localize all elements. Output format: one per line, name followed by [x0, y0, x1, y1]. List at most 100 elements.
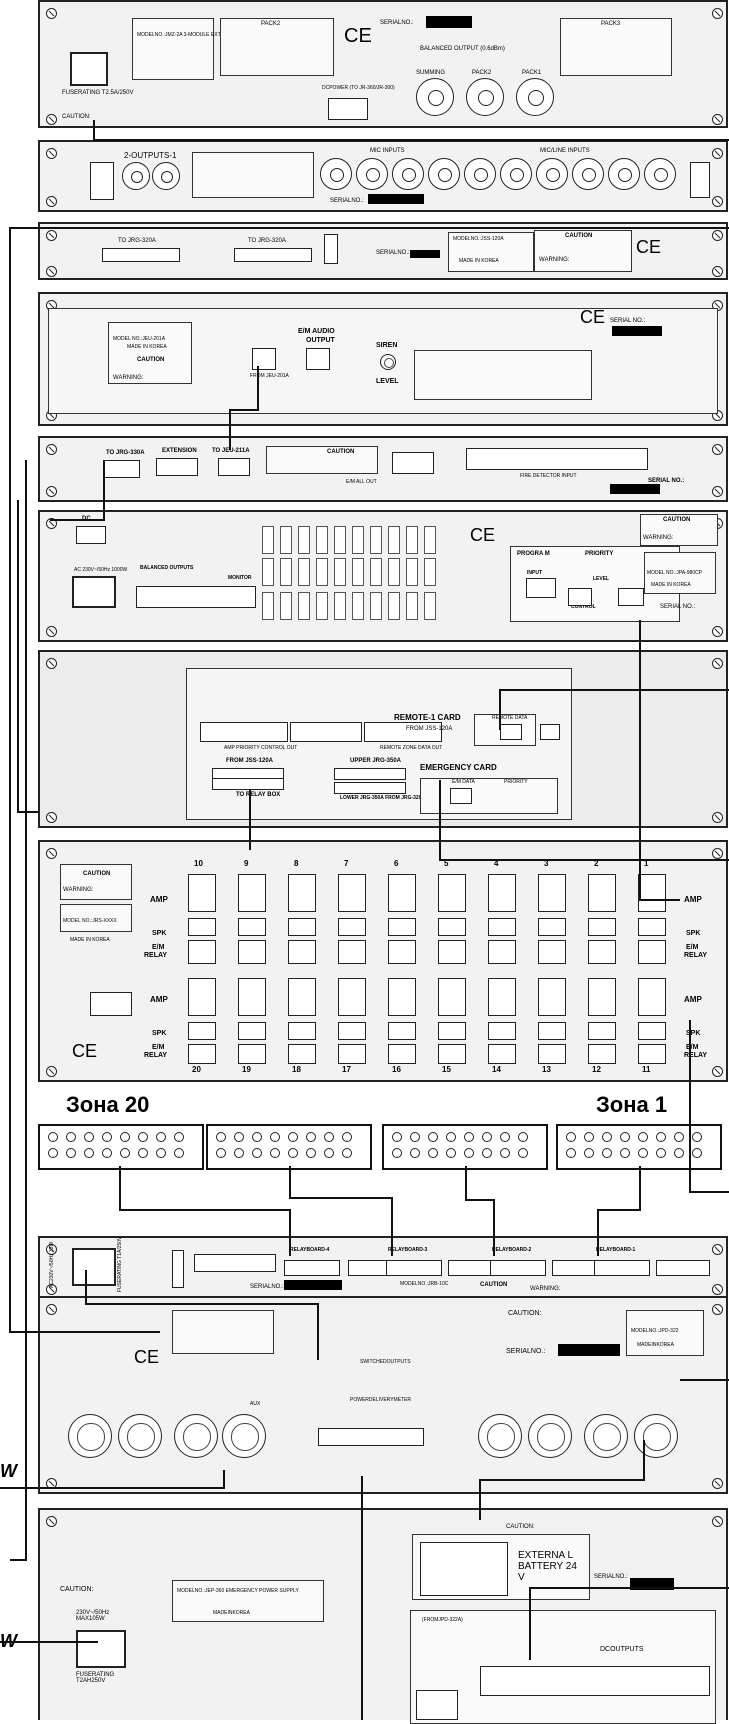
em-select-switch[interactable] — [90, 992, 132, 1016]
em-relay-terminal[interactable] — [338, 940, 366, 964]
em-relay-terminal[interactable] — [638, 940, 666, 964]
em-relay-terminal[interactable] — [238, 940, 266, 964]
amp-terminal[interactable] — [288, 874, 316, 912]
dc-power-terminal[interactable] — [328, 98, 368, 120]
rb1-channel[interactable] — [656, 1260, 710, 1276]
amp-terminal[interactable] — [238, 874, 266, 912]
amp-terminal[interactable] — [538, 978, 566, 1016]
em-relay-terminal[interactable] — [338, 1044, 366, 1064]
spk-terminal[interactable] — [338, 1022, 366, 1040]
right-terminal[interactable] — [690, 162, 710, 198]
db-connector-a[interactable] — [102, 248, 180, 262]
em-relay-terminal[interactable] — [288, 940, 316, 964]
priority-input-terminal[interactable] — [618, 588, 644, 606]
control-terminal[interactable] — [568, 588, 592, 606]
remote-terminal[interactable] — [324, 234, 338, 264]
em-data-port[interactable] — [450, 788, 472, 804]
big-knob[interactable] — [634, 1414, 678, 1458]
em-relay-terminal[interactable] — [388, 940, 416, 964]
em-relay-terminal[interactable] — [488, 1044, 516, 1064]
em-all-terminal[interactable] — [392, 452, 434, 474]
extension-terminal[interactable] — [156, 458, 198, 476]
rb3-connector[interactable] — [386, 1260, 442, 1276]
ac-inlet[interactable] — [72, 1248, 116, 1286]
big-knob[interactable] — [584, 1414, 628, 1458]
spk-terminal[interactable] — [488, 918, 516, 936]
xlr-mic-2[interactable] — [608, 158, 640, 190]
db-connector-b[interactable] — [234, 248, 312, 262]
xlr-mic-5[interactable] — [500, 158, 532, 190]
spk-terminal[interactable] — [588, 918, 616, 936]
rb1-connector[interactable] — [594, 1260, 650, 1276]
em-relay-terminal[interactable] — [238, 1044, 266, 1064]
amp-terminal[interactable] — [188, 874, 216, 912]
spk-terminal[interactable] — [188, 1022, 216, 1040]
em-audio-terminal[interactable] — [306, 348, 330, 370]
zone-box-1[interactable] — [556, 1124, 722, 1170]
spk-terminal[interactable] — [288, 1022, 316, 1040]
amp-terminal[interactable] — [338, 874, 366, 912]
dc-terminal[interactable] — [76, 526, 106, 544]
em-relay-terminal[interactable] — [638, 1044, 666, 1064]
em-relay-terminal[interactable] — [488, 940, 516, 964]
em-relay-terminal[interactable] — [188, 1044, 216, 1064]
zone-box-20[interactable] — [38, 1124, 204, 1170]
big-knob[interactable] — [528, 1414, 572, 1458]
from-terminal[interactable] — [252, 348, 276, 370]
amp-terminal[interactable] — [488, 874, 516, 912]
spk-terminal[interactable] — [538, 1022, 566, 1040]
amp-terminal[interactable] — [488, 978, 516, 1016]
ac-inlet[interactable] — [70, 52, 108, 86]
remote-data-port[interactable] — [500, 724, 522, 740]
power-delivery-terminal[interactable] — [318, 1428, 424, 1446]
db-connector-to-relay[interactable] — [212, 778, 284, 790]
xlr-out2[interactable] — [122, 162, 150, 190]
em-relay-terminal[interactable] — [438, 940, 466, 964]
program-input-terminal[interactable] — [526, 578, 556, 598]
rb2-connector[interactable] — [490, 1260, 546, 1276]
xlr-mic-10[interactable] — [320, 158, 352, 190]
to-jeu-terminal[interactable] — [218, 458, 250, 476]
spk-terminal[interactable] — [388, 1022, 416, 1040]
xlr-mic-7[interactable] — [428, 158, 460, 190]
dc-outputs-terminal[interactable] — [480, 1666, 710, 1696]
remote-zone-terminal[interactable] — [290, 722, 362, 742]
em-relay-terminal[interactable] — [538, 940, 566, 964]
big-knob[interactable] — [222, 1414, 266, 1458]
xlr-mic-9[interactable] — [356, 158, 388, 190]
ac-inlet[interactable] — [72, 576, 116, 608]
xlr-pack2[interactable] — [466, 78, 504, 116]
spk-terminal[interactable] — [538, 918, 566, 936]
xlr-mic-3[interactable] — [572, 158, 604, 190]
amp-terminal[interactable] — [188, 978, 216, 1016]
amp-terminal[interactable] — [338, 978, 366, 1016]
balanced-terminal[interactable] — [136, 586, 256, 608]
spk-terminal[interactable] — [638, 918, 666, 936]
amp-terminal[interactable] — [388, 874, 416, 912]
amp-terminal[interactable] — [588, 978, 616, 1016]
amp-terminal[interactable] — [288, 978, 316, 1016]
spk-terminal[interactable] — [388, 918, 416, 936]
db-connector-upper[interactable] — [334, 768, 406, 780]
remote-power-terminal[interactable] — [540, 724, 560, 740]
spk-terminal[interactable] — [638, 1022, 666, 1040]
big-knob[interactable] — [118, 1414, 162, 1458]
amp-terminal[interactable] — [238, 978, 266, 1016]
spk-terminal[interactable] — [288, 918, 316, 936]
spk-terminal[interactable] — [588, 1022, 616, 1040]
remote-zone-terminal-2[interactable] — [364, 722, 442, 742]
xlr-out1[interactable] — [152, 162, 180, 190]
spk-terminal[interactable] — [488, 1022, 516, 1040]
amp-terminal[interactable] — [438, 874, 466, 912]
spk-terminal[interactable] — [338, 918, 366, 936]
xlr-mic-4[interactable] — [536, 158, 568, 190]
siren-level-knob[interactable] — [380, 354, 396, 370]
amp-priority-terminal[interactable] — [200, 722, 288, 742]
em-relay-terminal[interactable] — [388, 1044, 416, 1064]
zone-box-b[interactable] — [382, 1124, 548, 1170]
db-connector-lower[interactable] — [334, 782, 406, 794]
em-relay-terminal[interactable] — [188, 940, 216, 964]
rb4-connector[interactable] — [284, 1260, 340, 1276]
dc-terminal[interactable] — [172, 1250, 184, 1288]
em-relay-terminal[interactable] — [588, 1044, 616, 1064]
